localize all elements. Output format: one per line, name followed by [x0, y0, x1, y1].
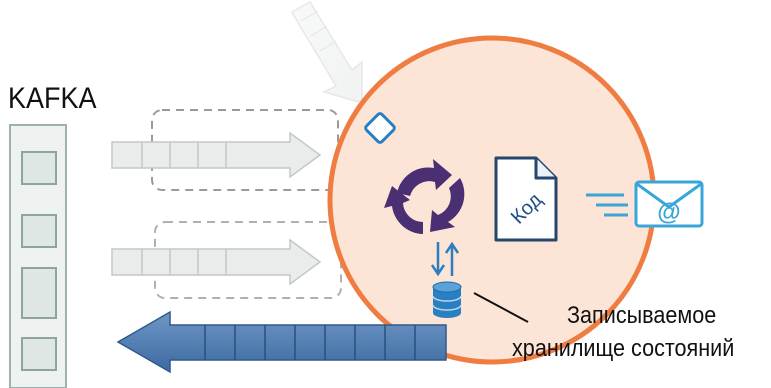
input-arrow-1	[111, 131, 322, 179]
kafka-partition	[21, 214, 57, 248]
state-store-label-line2: хранилище состояний	[512, 335, 735, 362]
store-pointer-line	[473, 292, 529, 323]
diamond-icon	[364, 112, 396, 144]
kafka-partition	[21, 267, 57, 319]
state-store-label-line1: Записываемое	[567, 302, 717, 329]
kafka-partition	[21, 337, 57, 371]
faded-input-arrow	[291, 0, 363, 104]
kafka-log	[9, 124, 67, 388]
output-arrow	[116, 310, 447, 374]
code-document-icon: Код	[494, 156, 558, 242]
kafka-label: KAFKA	[8, 82, 97, 115]
kafka-partition	[21, 151, 57, 185]
input-arrow-2	[111, 238, 322, 286]
svg-text:@: @	[657, 199, 680, 226]
database-icon	[432, 281, 462, 318]
email-notification-icon: @	[586, 180, 704, 228]
read-write-arrows-icon	[430, 241, 460, 277]
processing-cycle-icon	[384, 159, 465, 234]
